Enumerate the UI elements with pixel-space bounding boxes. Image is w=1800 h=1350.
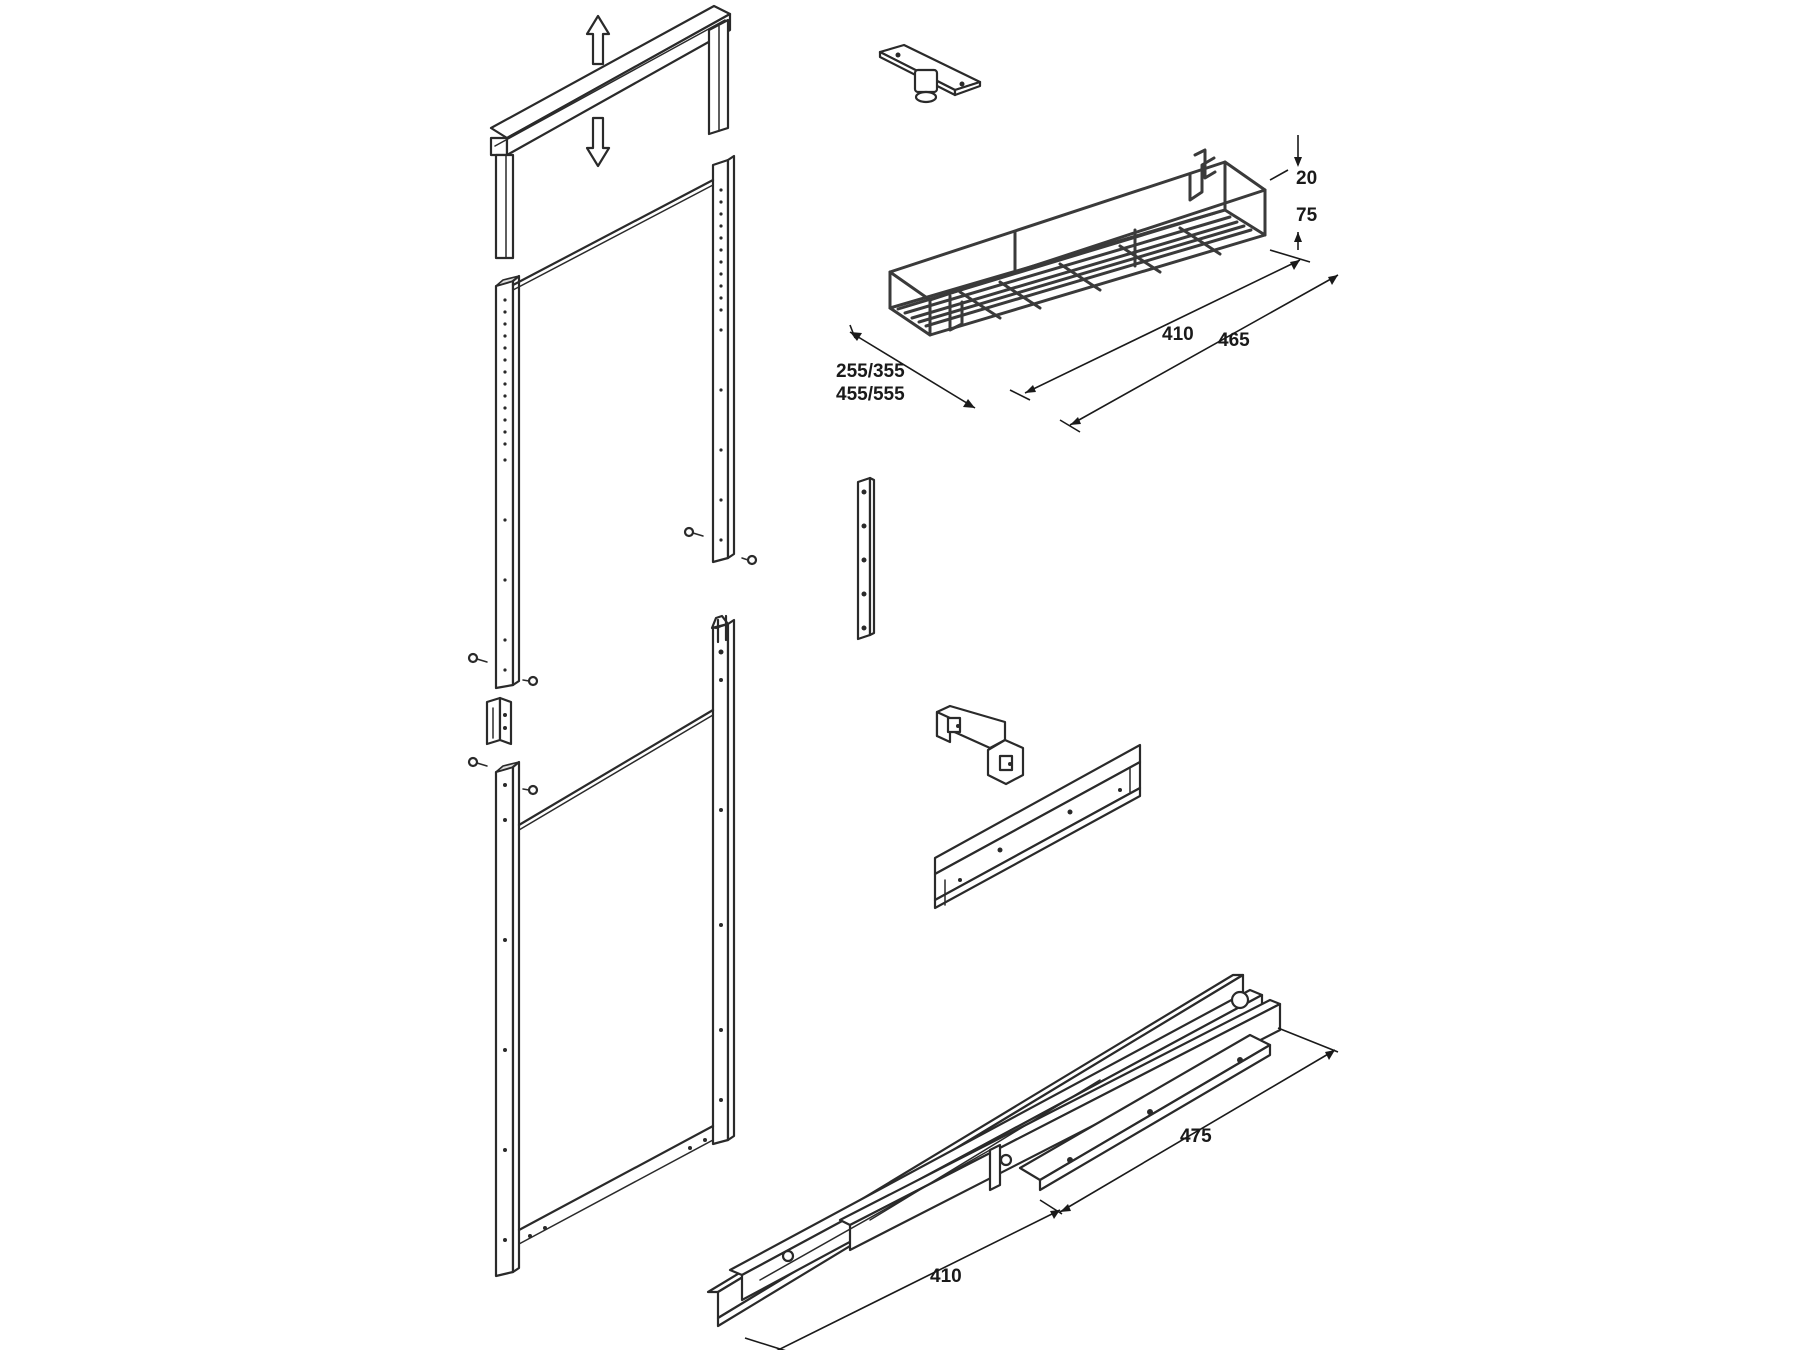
telescopic-runner (706, 973, 1282, 1328)
corner-bracket (935, 704, 1025, 786)
screw-icon (467, 652, 488, 664)
adjust-up-arrow-icon (585, 14, 611, 66)
basket-base-bars (896, 211, 1253, 328)
dim-basket-height-small: 20 (1296, 168, 1317, 189)
connector-bracket (467, 696, 539, 796)
post-perforations (503, 188, 723, 672)
lower-frame-section (494, 614, 736, 1278)
upper-frame-section (467, 154, 758, 690)
dim-basket-widths-line2: 455/555 (836, 384, 905, 405)
rail-bracket (933, 743, 1142, 910)
dim-runner-length-inner: 410 (930, 1266, 962, 1287)
runner-dimensions: 475 410 (744, 1027, 1339, 1350)
mounting-strip (856, 476, 876, 641)
screw-icon (522, 784, 539, 796)
adjust-down-arrow-icon (585, 116, 611, 168)
screw-icon (522, 675, 539, 687)
screw-icon (683, 526, 704, 538)
basket-dimensions: 20 75 410 465 255/355 455/555 (836, 135, 1339, 433)
wire-basket (888, 148, 1267, 337)
top-mounting-plate (878, 43, 982, 104)
top-frame-section (489, 4, 732, 260)
dim-basket-height: 75 (1296, 205, 1318, 226)
screw-icon (467, 756, 488, 768)
screw-icon (741, 554, 758, 566)
dim-basket-depth-outer: 465 (1218, 330, 1250, 351)
dim-runner-length-outer: 475 (1180, 1126, 1212, 1147)
dim-basket-widths-line1: 255/355 (836, 361, 905, 382)
dim-basket-depth-inner: 410 (1162, 324, 1194, 345)
